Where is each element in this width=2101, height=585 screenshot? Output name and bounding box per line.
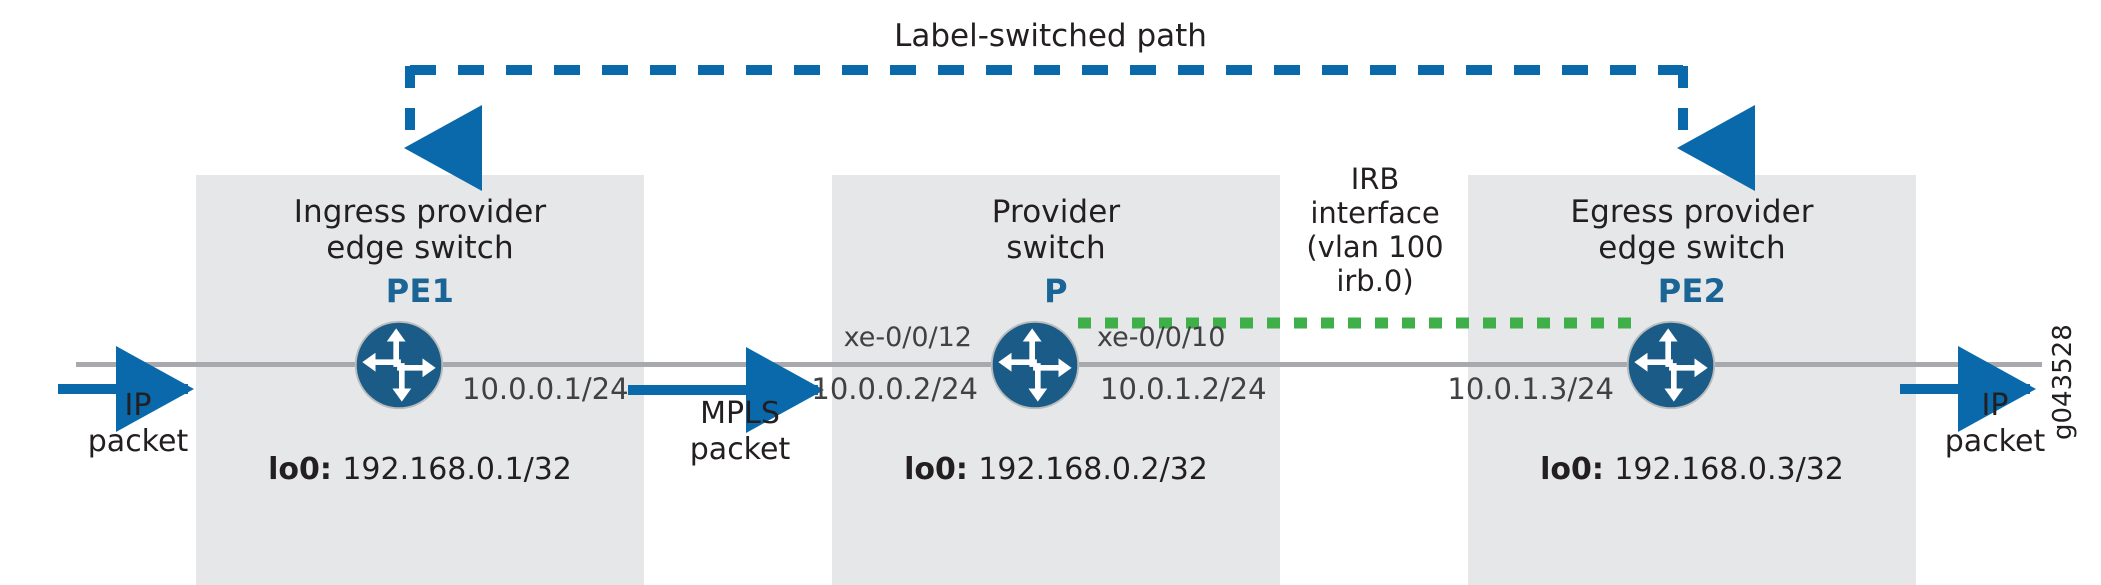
loopback-key-pe2: lo0: <box>1540 452 1615 487</box>
ip-label-p-right: 10.0.1.2/24 <box>1100 372 1267 406</box>
irb-interface-caption: IRB interface (vlan 100 irb.0) <box>1255 162 1495 298</box>
interface-label-p-left: xe-0/0/12 <box>843 322 972 353</box>
loopback-key-p: lo0: <box>904 452 979 487</box>
irb-caption-line1: IRB <box>1350 162 1400 196</box>
loopback-value-pe1: 192.168.0.1/32 <box>342 452 572 487</box>
flow-caption-right-line1: IP <box>1981 388 2009 423</box>
node-title-p: Provider switch <box>832 194 1280 266</box>
irb-caption-line2: interface <box>1310 196 1440 230</box>
loopback-value-p: 192.168.0.2/32 <box>978 452 1208 487</box>
node-name-pe2: PE2 <box>1657 272 1727 310</box>
node-title-pe2-line1: Egress provider <box>1570 194 1814 230</box>
flow-caption-left-line1: IP <box>124 388 152 423</box>
flow-caption-right-line2: packet <box>1944 424 2046 459</box>
loopback-label-pe1: lo0: 192.168.0.1/32 <box>196 452 644 487</box>
flow-caption-mid: MPLS packet <box>650 396 830 468</box>
node-title-pe2-line2: edge switch <box>1598 230 1786 266</box>
irb-caption-line4: irb.0) <box>1336 264 1414 298</box>
node-title-pe1-line2: edge switch <box>326 230 514 266</box>
node-title-pe1: Ingress provider edge switch <box>196 194 644 266</box>
loopback-label-p: lo0: 192.168.0.2/32 <box>832 452 1280 487</box>
ip-label-pe2-left: 10.0.1.3/24 <box>1447 372 1614 406</box>
ip-label-pe1-right: 10.0.0.1/24 <box>462 372 629 406</box>
flow-caption-left-line2: packet <box>87 424 189 459</box>
ip-label-p-left: 10.0.0.2/24 <box>811 372 978 406</box>
node-title-p-line1: Provider <box>991 194 1121 230</box>
loopback-value-pe2: 192.168.0.3/32 <box>1614 452 1844 487</box>
flow-caption-right: IP packet <box>1905 388 2085 460</box>
node-title-pe1-line1: Ingress provider <box>293 194 547 230</box>
node-name-pe1: PE1 <box>385 272 455 310</box>
figure-id-watermark: g043528 <box>2048 324 2078 440</box>
flow-caption-mid-line1: MPLS <box>700 396 780 431</box>
switch-icon-pe2 <box>1624 318 1718 412</box>
flow-caption-left: IP packet <box>48 388 228 460</box>
loopback-label-pe2: lo0: 192.168.0.3/32 <box>1468 452 1916 487</box>
node-name-p: P <box>1044 272 1068 310</box>
interface-label-p-right: xe-0/0/10 <box>1097 322 1226 353</box>
lsp-title: Label-switched path <box>894 18 1207 54</box>
node-title-p-line2: switch <box>1006 230 1106 266</box>
switch-icon-pe1 <box>352 318 446 412</box>
loopback-key-pe1: lo0: <box>268 452 343 487</box>
switch-icon-p <box>988 318 1082 412</box>
lsp-dashed-path <box>403 65 1755 191</box>
flow-caption-mid-line2: packet <box>689 432 791 467</box>
node-title-pe2: Egress provider edge switch <box>1468 194 1916 266</box>
irb-caption-line3: (vlan 100 <box>1306 230 1444 264</box>
